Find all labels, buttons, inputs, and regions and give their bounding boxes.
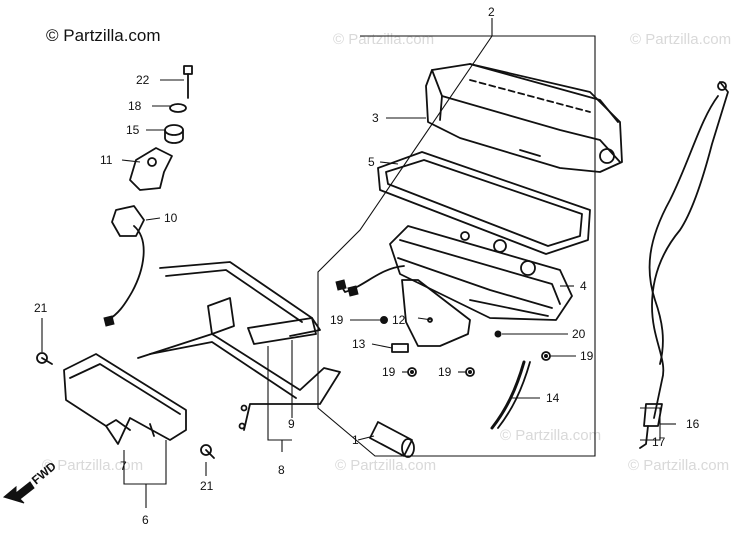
callout-8: 8 [278, 463, 285, 477]
watermark: © Partzilla.com [333, 31, 434, 48]
callout-15: 15 [126, 123, 140, 137]
washer [169, 103, 187, 113]
callout-10: 10 [164, 211, 178, 225]
watermark: © Partzilla.com [42, 457, 143, 474]
callout-19: 19 [438, 365, 452, 379]
grommet [164, 124, 184, 144]
callout-19: 19 [382, 365, 396, 379]
hose-edge [497, 361, 531, 429]
callout-14: 14 [546, 391, 560, 405]
screw-21b [200, 444, 215, 459]
callout-18: 18 [128, 99, 142, 113]
callout-3: 3 [372, 111, 379, 125]
callout-20: 20 [572, 327, 586, 341]
screw-19c [465, 367, 475, 377]
screw-19a [380, 316, 388, 324]
screw-20 [494, 330, 502, 338]
callout-labels: 1 2 3 4 5 6 7 8 9 10 11 12 13 14 15 16 1… [34, 5, 700, 527]
leader-lines [41, 18, 676, 508]
callout-16: 16 [686, 417, 700, 431]
watermark: © Partzilla.com [628, 457, 729, 474]
callout-4: 4 [580, 279, 587, 293]
meter-case [335, 225, 573, 321]
watermark: © Partzilla.com [500, 427, 601, 444]
screw-19d [541, 351, 551, 361]
screw-21a [36, 352, 53, 365]
assembly-bracket-2 [317, 30, 596, 457]
callout-13: 13 [352, 337, 366, 351]
brand-label: © Partzilla.com [46, 26, 161, 45]
hose [490, 360, 526, 430]
callout-1: 1 [352, 433, 359, 447]
screw-19b [407, 367, 417, 377]
mounting-bracket [129, 147, 173, 191]
callout-7: 7 [120, 459, 127, 473]
callout-19: 19 [330, 313, 344, 327]
callout-11: 11 [100, 153, 113, 167]
bracket-hole [147, 157, 157, 167]
screw-13 [391, 343, 409, 353]
cylinder-sleeve [369, 421, 415, 458]
callout-17: 17 [652, 435, 666, 449]
callout-12: 12 [392, 313, 406, 327]
speedometer-cable [639, 81, 729, 449]
callout-21: 21 [34, 301, 48, 315]
gasket [377, 151, 591, 255]
callout-6: 6 [142, 513, 149, 527]
watermark: © Partzilla.com [335, 457, 436, 474]
callout-21: 21 [200, 479, 214, 493]
callout-2: 2 [488, 5, 495, 19]
callout-9: 9 [288, 417, 295, 431]
lower-bracket [63, 353, 187, 445]
inner-bracket [401, 279, 471, 347]
forward-arrow: FWD [2, 459, 59, 504]
meter-cover [425, 63, 623, 173]
bolt [183, 65, 193, 99]
main-bracket [137, 261, 341, 431]
watermark: © Partzilla.com [630, 31, 731, 48]
callout-22: 22 [136, 73, 150, 87]
callout-19: 19 [580, 349, 594, 363]
callout-5: 5 [368, 155, 375, 169]
bulb-socket [103, 205, 145, 327]
watermark-group: © Partzilla.com © Partzilla.com © Partzi… [42, 31, 731, 474]
